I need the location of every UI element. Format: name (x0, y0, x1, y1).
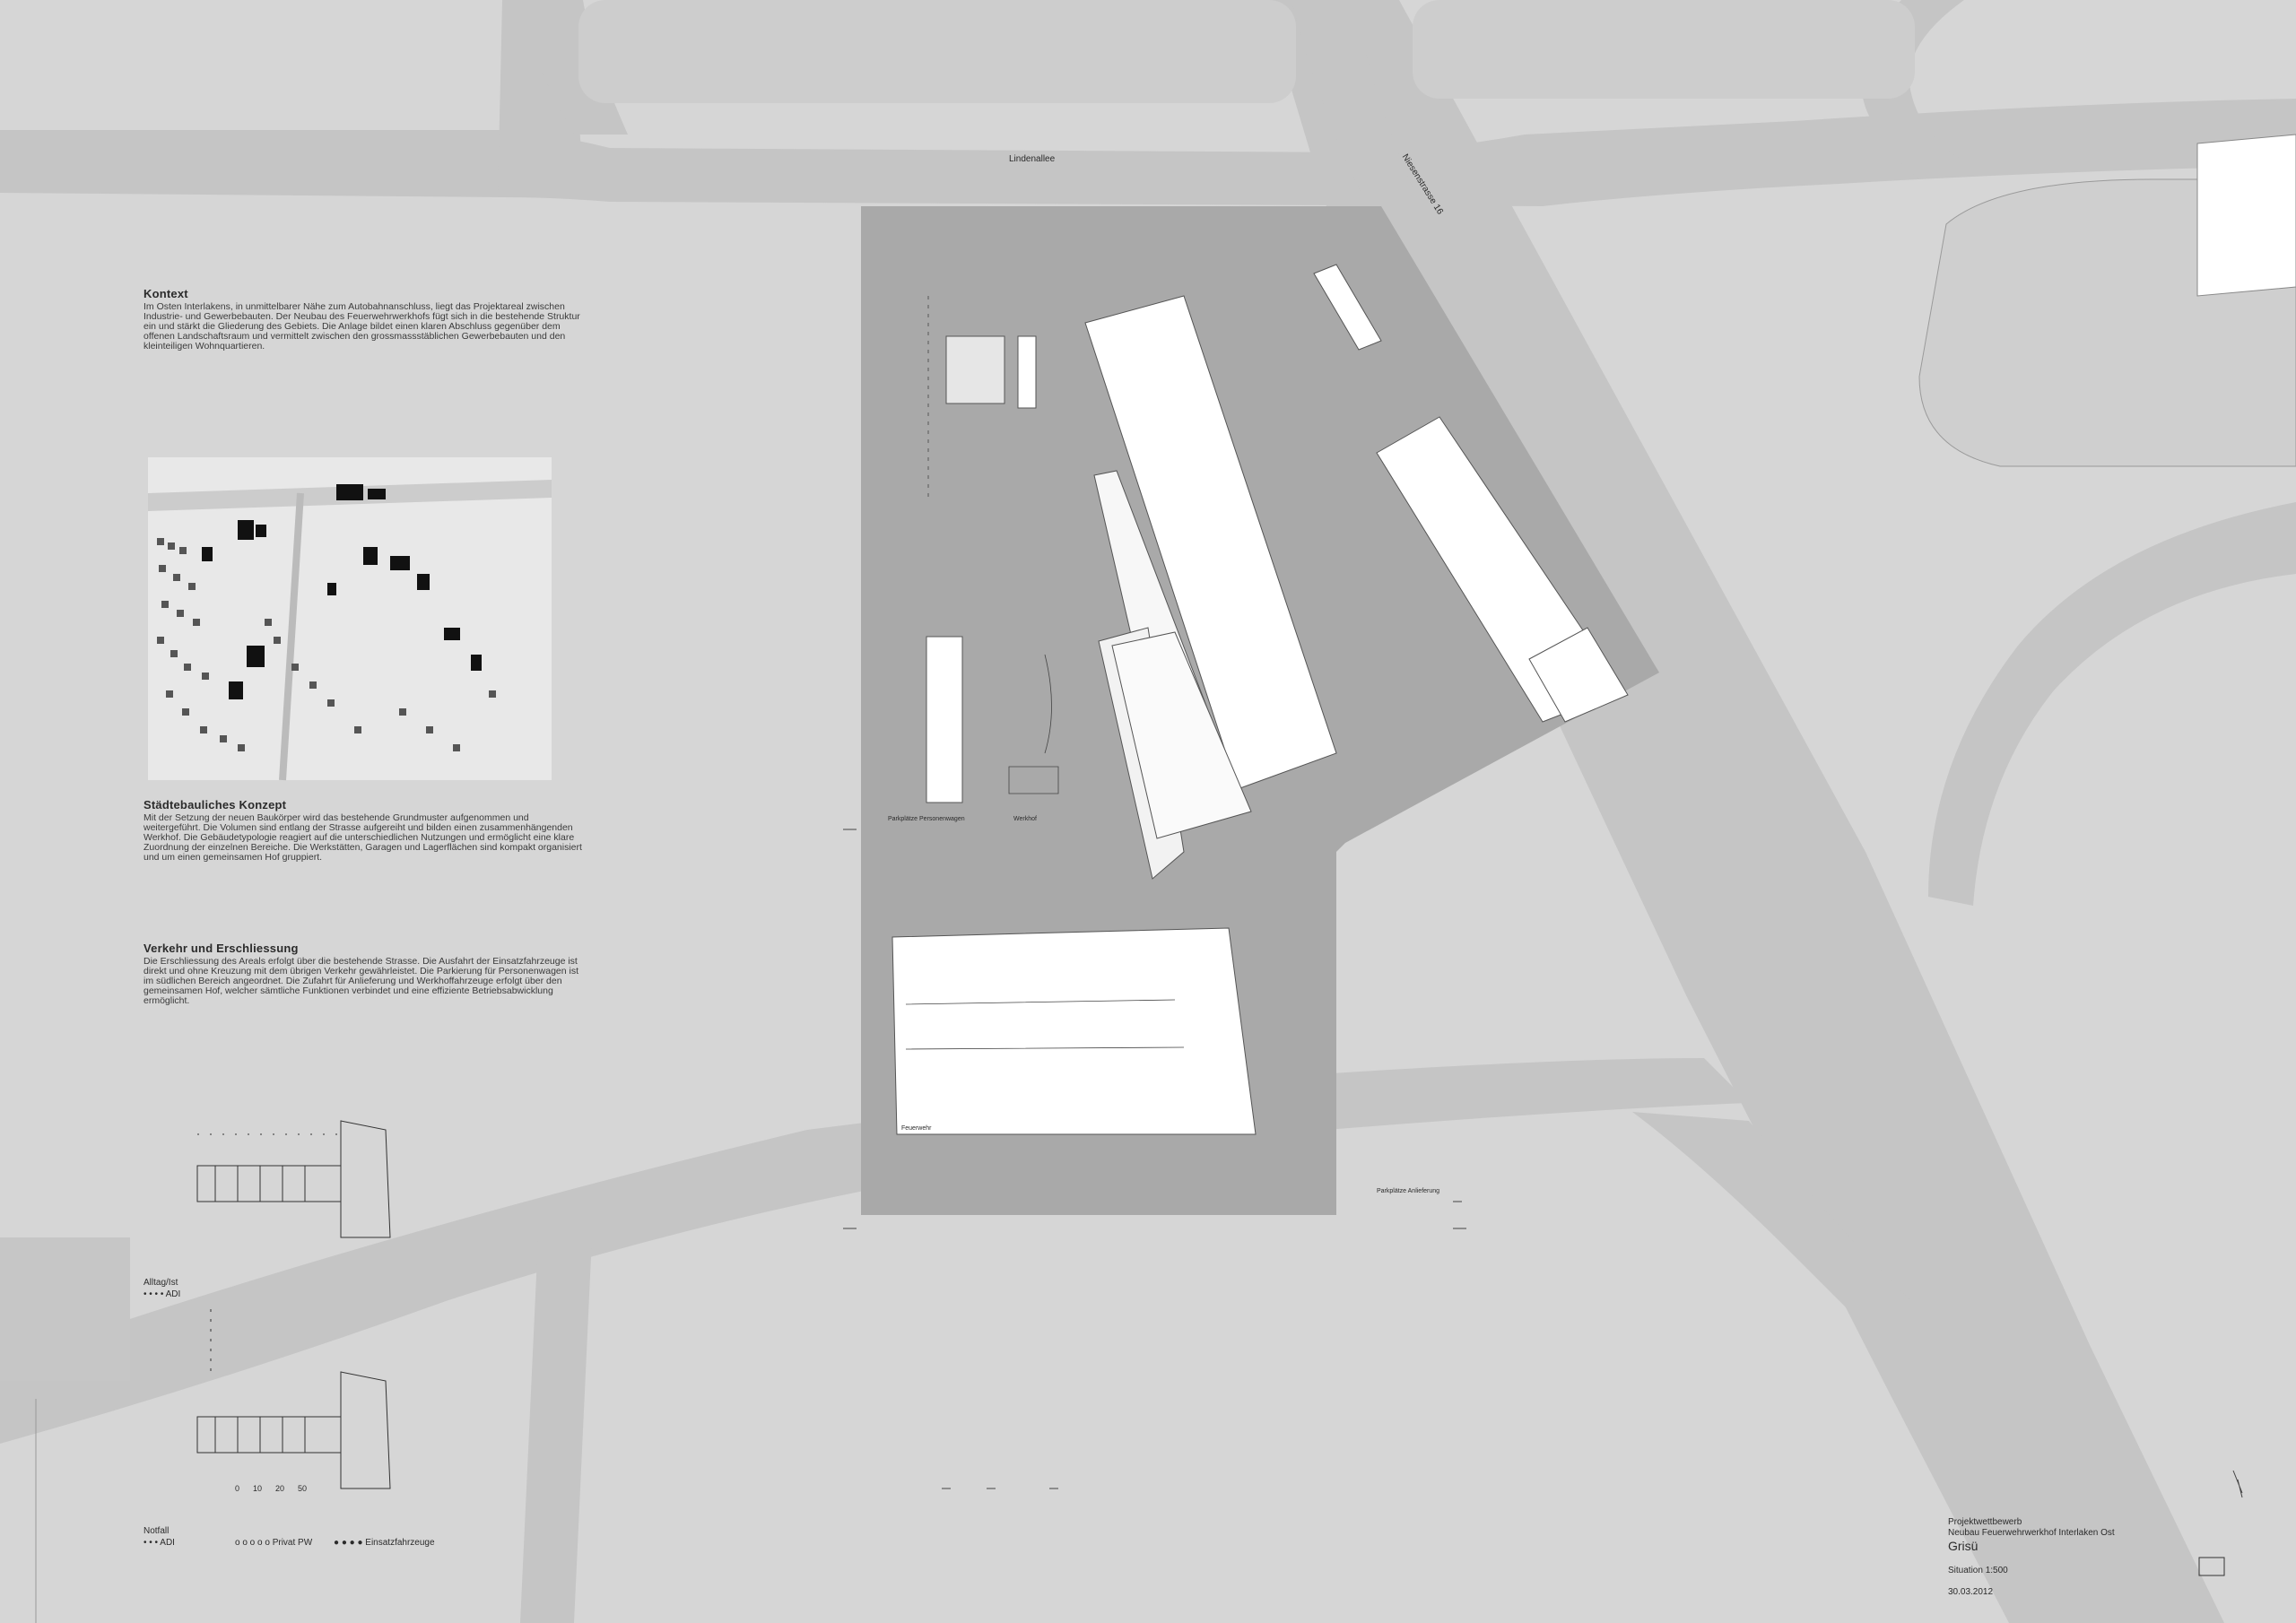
legend-alltag-item: • • • • ADI (144, 1289, 181, 1299)
legend-notfall-item-pw: o o o o o Privat PW (235, 1538, 313, 1548)
title-block-date: 30.03.2012 (1948, 1587, 1994, 1597)
section-body-verkehr: Die Erschliessung des Areals erfolgt übe… (144, 956, 579, 1006)
legend-notfall-title: Notfall (144, 1526, 170, 1536)
section-title-kontext: Kontext (144, 287, 188, 300)
section-body-konzept: Mit der Setzung der neuen Baukörper wird… (144, 812, 582, 863)
section-body-kontext: Im Osten Interlakens, in unmittelbarer N… (144, 301, 580, 352)
plots (578, 0, 2296, 467)
map-label-anlieferung: Parkplätze Anlieferung (1377, 1188, 1440, 1194)
title-block-line1: Projektwettbewerb (1948, 1517, 2022, 1527)
map-label-werkhof: Werkhof (1013, 816, 1037, 822)
title-block-situation: Situation 1:500 (1948, 1566, 2008, 1575)
scale-10: 10 (253, 1484, 263, 1493)
title-block-project: Grisü (1948, 1539, 1979, 1553)
access-diagram-notfall (196, 1309, 391, 1489)
buildings (891, 264, 1629, 1135)
schwarzplan (148, 457, 552, 781)
section-title-konzept: Städtebauliches Konzept (144, 798, 287, 812)
title-block-line2: Neubau Feuerwehrwerkhof Interlaken Ost (1948, 1528, 2115, 1538)
tick-marks (843, 829, 2243, 1498)
scale-50: 50 (298, 1484, 308, 1493)
section-title-verkehr: Verkehr und Erschliessung (144, 942, 299, 955)
street-label-lindenallee: Lindenallee (1009, 154, 1056, 164)
access-diagram-alltag (196, 1120, 391, 1238)
legend-notfall-item-einsatz: ● ● ● ● Einsatzfahrzeuge (334, 1538, 435, 1548)
scale-0: 0 (235, 1484, 240, 1493)
scale-20: 20 (275, 1484, 285, 1493)
legend-notfall-item-adi: • • • ADI (144, 1538, 175, 1548)
parking-spaces (905, 296, 1185, 1050)
map-label-feuerwehr: Feuerwehr (901, 1125, 932, 1132)
map-label-parking: Parkplätze Personenwagen (888, 816, 965, 822)
legend-alltag-title: Alltag/Ist (144, 1278, 178, 1288)
